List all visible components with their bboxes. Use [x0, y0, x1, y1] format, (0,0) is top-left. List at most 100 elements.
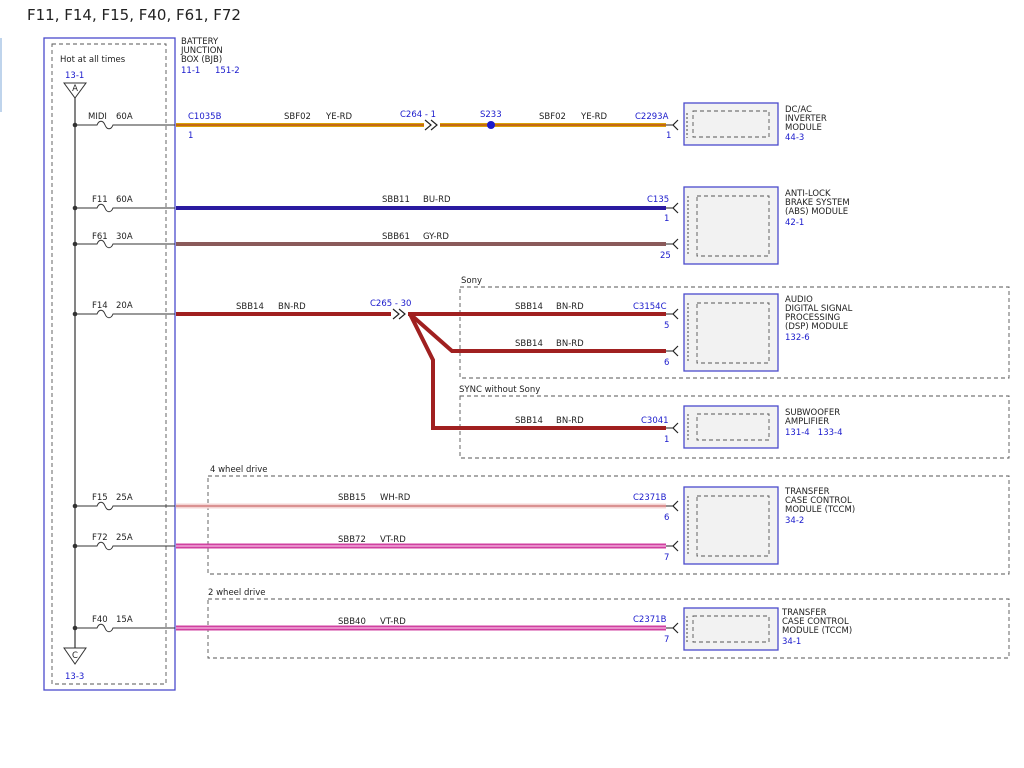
circuit-color: YE-RD [580, 112, 608, 122]
option-region-sony [459, 286, 1010, 379]
wire-sbb72[interactable] [176, 540, 679, 552]
fuse-rating: 60A [116, 195, 133, 205]
bjb-name-line2: JUNCTION [180, 46, 223, 56]
fuse-f72: F72 25A [72, 533, 175, 551]
bjb-top-ref[interactable]: 13-1 [65, 71, 84, 81]
module-name-line: (ABS) MODULE [785, 207, 848, 217]
connector-c2293a-pin: 1 [666, 131, 671, 141]
module-ref[interactable]: 132-6 [785, 333, 810, 343]
circuit-color: VT-RD [380, 617, 406, 627]
wire-sbb40[interactable] [176, 622, 679, 634]
circuit-color: BN-RD [556, 302, 584, 312]
circuit-color: GY-RD [423, 232, 449, 242]
fuse-rating: 20A [116, 301, 133, 311]
bus-arrow-c-icon [63, 647, 87, 665]
connector-c264[interactable]: C264 - 1 [400, 110, 436, 120]
module-name-line: DC/AC [785, 105, 812, 115]
wire-sbf02[interactable] [176, 119, 679, 131]
module-name-line: PROCESSING [785, 313, 840, 323]
wire-sbb61[interactable] [176, 238, 679, 250]
fuse-f40: F40 15A [72, 615, 175, 633]
fuse-label: F15 [92, 493, 108, 503]
module-dsp[interactable] [683, 293, 779, 372]
connector-c1035b[interactable]: C1035B [188, 112, 222, 122]
splice-s233-label[interactable]: S233 [480, 110, 502, 120]
module-abs[interactable] [683, 186, 779, 265]
connector-c2371b[interactable]: C2371B [633, 493, 667, 503]
connector-c2371b-pin2: 7 [664, 553, 669, 563]
module-subwoofer-amplifier[interactable] [683, 405, 779, 449]
fuse-f15: F15 25A [72, 493, 175, 511]
circuit-id: SBB14 [515, 339, 543, 349]
module-name-line: MODULE (TCCM) [782, 626, 852, 636]
circuit-id: SBF02 [539, 112, 566, 122]
module-ref[interactable]: 34-1 [782, 637, 801, 647]
circuit-color: VT-RD [380, 535, 406, 545]
fuse-label: F61 [92, 232, 108, 242]
circuit-color: YE-RD [325, 112, 353, 122]
module-name-line: SUBWOOFER [785, 408, 840, 418]
fuse-midi: MIDI 60A [72, 112, 175, 130]
fuse-rating: 60A [116, 112, 133, 122]
fuse-rating: 15A [116, 615, 133, 625]
module-dcac-inverter[interactable] [683, 102, 779, 146]
module-ref[interactable]: 34-2 [785, 516, 804, 526]
circuit-id: SBB40 [338, 617, 366, 627]
module-tccm-2wd[interactable] [683, 607, 779, 651]
module-name-line: AMPLIFIER [785, 417, 829, 427]
option-region-4wd [207, 475, 1010, 575]
connector-c3041-pin: 1 [664, 435, 669, 445]
wire-sbb14[interactable] [176, 308, 679, 434]
bus-arrow-a-icon [63, 82, 87, 99]
option-label-sony: Sony [461, 276, 482, 286]
module-name-line: (DSP) MODULE [785, 322, 848, 332]
connector-c265[interactable]: C265 - 30 [370, 299, 411, 309]
splice-s233-icon [487, 121, 495, 129]
fuse-label: F14 [92, 301, 108, 311]
connector-c3154c[interactable]: C3154C [633, 302, 667, 312]
fuse-label: F72 [92, 533, 108, 543]
connector-c135[interactable]: C135 [647, 195, 669, 205]
fuse-f14: F14 20A [72, 301, 175, 319]
fuse-label: F11 [92, 195, 108, 205]
circuit-id: SBB14 [236, 302, 264, 312]
diagram-title: F11, F14, F15, F40, F61, F72 [27, 6, 241, 24]
fuse-label: F40 [92, 615, 108, 625]
circuit-color: BN-RD [556, 416, 584, 426]
connector-c3041[interactable]: C3041 [641, 416, 669, 426]
bus-arrow-c-label: C [72, 651, 78, 661]
wire-sbb15[interactable] [176, 500, 679, 512]
circuit-color: WH-RD [380, 493, 411, 503]
fuse-rating: 25A [116, 493, 133, 503]
circuit-id: SBF02 [284, 112, 311, 122]
fuse-f61: F61 30A [72, 232, 175, 249]
circuit-id: SBB72 [338, 535, 366, 545]
module-name-line: MODULE (TCCM) [785, 505, 855, 515]
circuit-id: SBB61 [382, 232, 410, 242]
circuit-id: SBB11 [382, 195, 410, 205]
module-name-line: TRANSFER [784, 487, 830, 497]
fuse-label: MIDI [88, 112, 107, 122]
hot-at-all-times-label: Hot at all times [60, 55, 126, 65]
option-label-2wd: 2 wheel drive [208, 588, 265, 598]
bjb-ref-1[interactable]: 11-1 [181, 66, 200, 76]
module-name-line: MODULE [785, 123, 822, 133]
fuse-rating: 25A [116, 533, 133, 543]
connector-c2293a[interactable]: C2293A [635, 112, 669, 122]
circuit-color: BU-RD [423, 195, 451, 205]
bjb-bottom-ref[interactable]: 13-3 [65, 672, 84, 682]
connector-c2371b-2wd[interactable]: C2371B [633, 615, 667, 625]
module-name-line: DIGITAL SIGNAL [785, 304, 853, 314]
module-tccm-4wd[interactable] [683, 486, 779, 565]
connector-c1035b-pin: 1 [188, 131, 193, 141]
fuse-f11: F11 60A [72, 195, 175, 213]
wire-sbb11[interactable] [176, 202, 679, 214]
module-name-line: TRANSFER [781, 608, 827, 618]
module-ref[interactable]: 42-1 [785, 218, 804, 228]
circuit-id: SBB14 [515, 302, 543, 312]
module-ref[interactable]: 44-3 [785, 133, 804, 143]
bjb-box [43, 37, 176, 691]
bjb-ref-2[interactable]: 151-2 [215, 66, 240, 76]
bjb-inner-dashed [51, 43, 167, 685]
module-ref[interactable]: 131-4 133-4 [785, 428, 843, 438]
